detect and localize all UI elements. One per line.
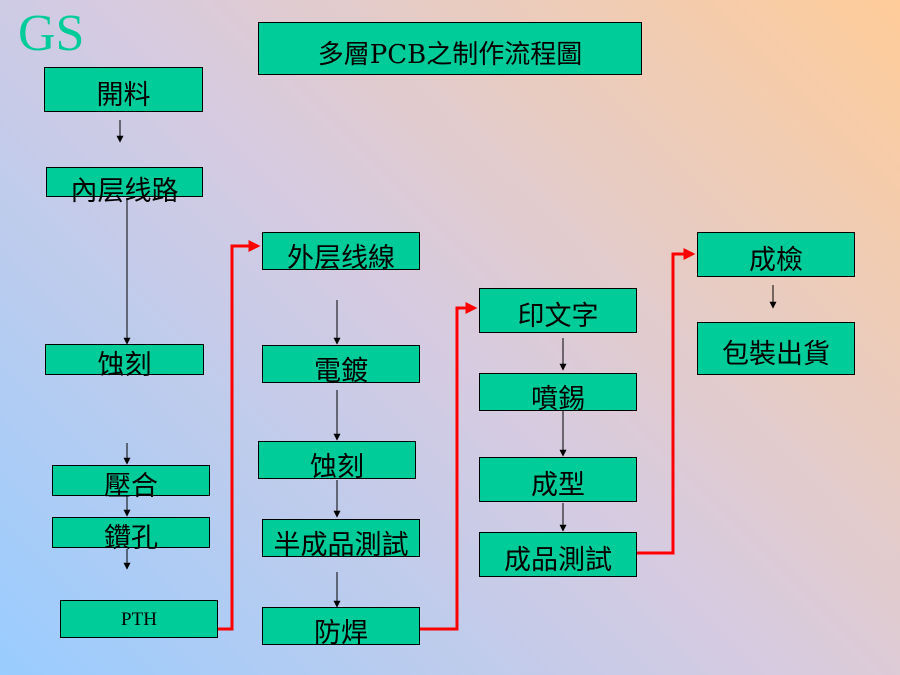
step-label: 內层线路 [70,175,179,207]
step-label: 噴錫 [531,383,585,415]
step-label: 防焊 [314,617,368,649]
red-connector-pth-to-outer [218,240,261,631]
step-hasl: 噴錫 [479,373,637,415]
step-label: 鑽孔 [104,523,158,554]
step-inspection: 成檢 [697,232,855,277]
step-cutting: 開料 [44,67,203,112]
step-etching-2: 蚀刻 [258,441,416,483]
step-label: 蚀刻 [97,350,152,381]
step-label: 包裝出貨 [722,339,830,370]
step-label: 印文字 [517,301,599,332]
gs-logo: GS [18,5,85,62]
step-inner-layer: 內层线路 [46,167,203,205]
step-outer-layer: 外层线線 [262,232,420,274]
step-lamination: 壓合 [52,465,210,500]
step-label: 電鍍 [314,355,368,387]
step-routing: 成型 [479,457,637,502]
step-pth: PTH [60,600,218,638]
step-label: 半成品測試 [273,529,409,561]
red-connector-solder-to-legend [420,302,478,631]
step-plating: 電鍍 [262,345,420,387]
step-label: 成檢 [749,245,803,276]
step-label: 壓合 [104,471,158,502]
step-solder-mask: 防焊 [262,607,420,649]
step-label: PTH [121,608,157,630]
page-title-text: 多層PCB之制作流程圖 [317,39,583,70]
step-label: 成品測試 [504,545,612,576]
step-semi-test: 半成品測試 [262,519,420,561]
step-legend-print: 印文字 [479,288,637,333]
step-label: 外层线線 [287,242,395,274]
step-etching-1: 蚀刻 [45,344,204,379]
step-packing-shipping: 包裝出貨 [697,322,855,375]
step-label: 開料 [96,80,151,111]
step-drilling: 鑽孔 [52,517,210,552]
step-label: 蚀刻 [310,451,364,483]
step-label: 成型 [531,470,585,501]
page-title: 多層PCB之制作流程圖 [258,22,642,75]
red-connector-final-to-inspection [637,248,696,555]
step-final-test: 成品測試 [479,532,637,577]
